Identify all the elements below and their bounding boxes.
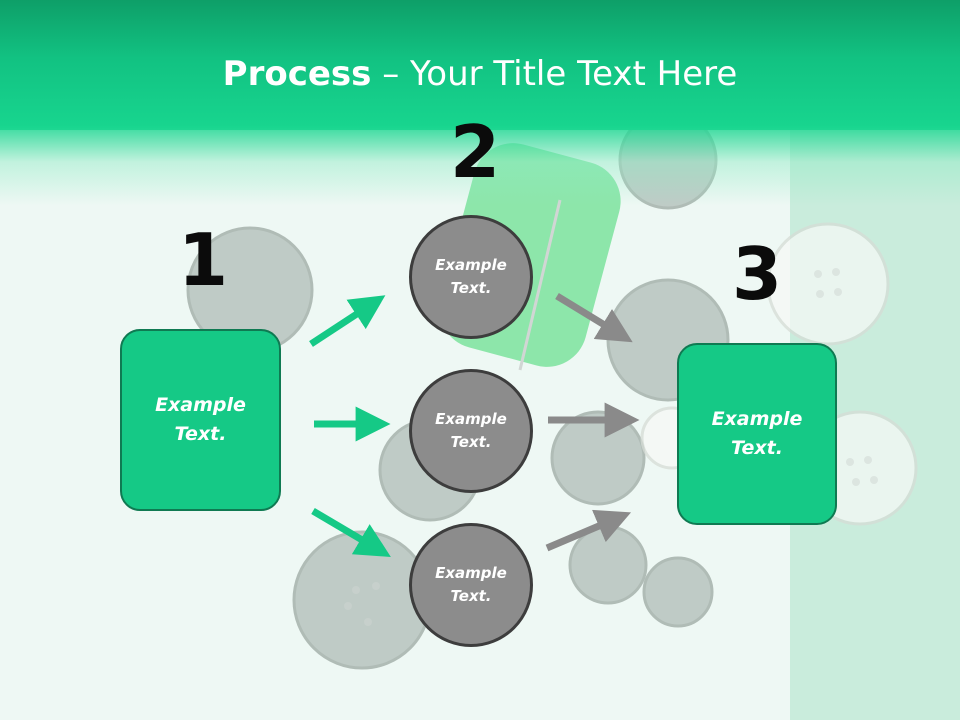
step-3-label: Example Text. xyxy=(711,408,803,459)
title-bar-fade xyxy=(0,126,960,206)
title-bar xyxy=(0,0,960,130)
arrow-2c-to-3 xyxy=(545,509,632,552)
step-2-circle-3-label: Example Text. xyxy=(435,564,507,605)
step-2-circle-1-label: Example Text. xyxy=(435,256,507,297)
step-1-box[interactable]: Example Text. xyxy=(120,329,281,511)
page-title: Process – Your Title Text Here xyxy=(0,52,960,96)
step-1-label: Example Text. xyxy=(155,394,246,445)
arrow-2a-to-3 xyxy=(555,293,633,343)
step-number-3: 3 xyxy=(732,232,783,316)
step-number-1: 1 xyxy=(178,218,229,302)
title-separator: – xyxy=(371,54,411,94)
step-3-box[interactable]: Example Text. xyxy=(677,343,837,525)
arrow-1-to-2c xyxy=(311,507,391,557)
step-2-circle-1[interactable]: Example Text. xyxy=(409,215,533,339)
step-number-2: 2 xyxy=(450,110,501,194)
title-rest: Your Title Text Here xyxy=(410,54,738,94)
arrow-1-to-2a xyxy=(309,295,386,347)
title-bold: Process xyxy=(222,54,372,94)
step-2-circle-2-label: Example Text. xyxy=(435,410,507,451)
step-2-circle-3[interactable]: Example Text. xyxy=(409,523,533,647)
step-2-circle-2[interactable]: Example Text. xyxy=(409,369,533,493)
